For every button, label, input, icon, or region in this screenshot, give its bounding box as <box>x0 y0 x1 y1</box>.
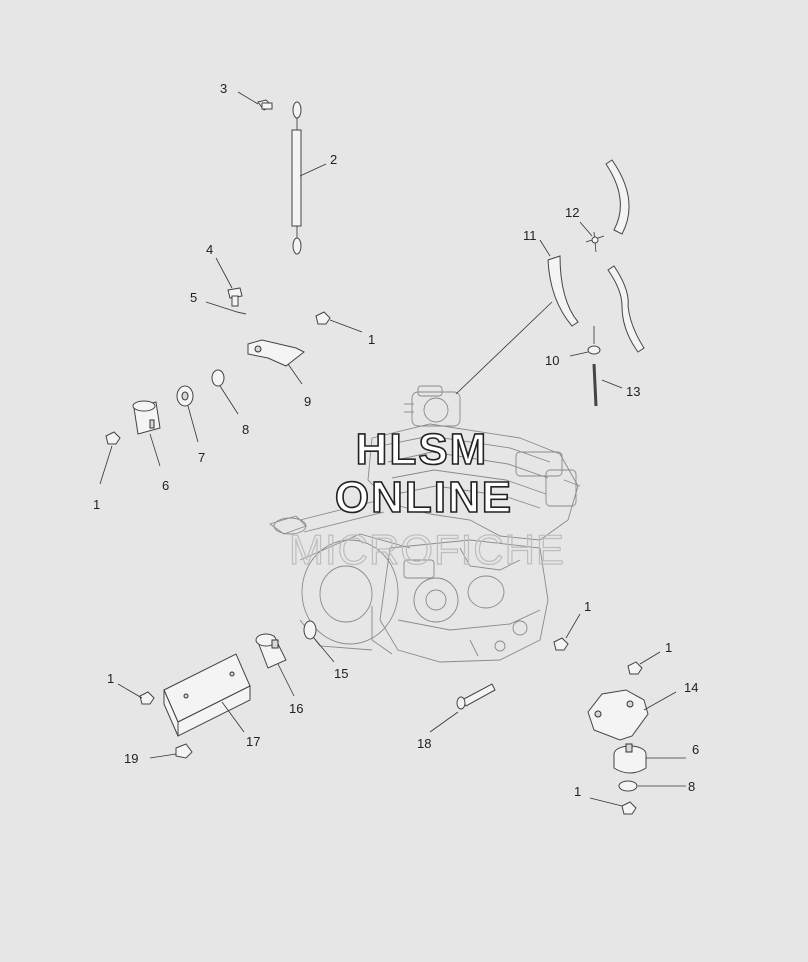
part-9-bracket <box>247 339 305 367</box>
part-1-nut-d <box>627 661 643 675</box>
callout-1: 1 <box>584 599 591 614</box>
part-1-nut-c <box>553 637 569 651</box>
part-8-washer-a <box>211 369 225 387</box>
callout-9: 9 <box>304 394 311 409</box>
callout-1: 1 <box>574 784 581 799</box>
callout-15: 15 <box>334 666 348 681</box>
watermark-online: ONLINE <box>335 473 513 522</box>
part-6-mount-a <box>132 400 161 435</box>
callout-6: 6 <box>162 478 169 493</box>
part-10-clamp <box>587 326 601 355</box>
callout-3: 3 <box>220 81 227 96</box>
watermark: MICROFICHE HLSM ONLINE <box>288 424 565 573</box>
part-4-bolt <box>227 287 243 307</box>
callout-8: 8 <box>242 422 249 437</box>
callout-17: 17 <box>246 734 260 749</box>
callout-2: 2 <box>330 152 337 167</box>
watermark-microfiche: MICROFICHE <box>289 526 565 573</box>
part-12-fitting <box>585 231 605 253</box>
leader-lines <box>99 91 686 807</box>
part-6-mount-b <box>613 743 647 774</box>
callout-8: 8 <box>688 779 695 794</box>
part-hose-lower <box>607 265 645 353</box>
callout-11: 11 <box>523 228 537 243</box>
watermark-hlsm: HLSM <box>356 425 489 474</box>
callout-1: 1 <box>368 332 375 347</box>
part-8-washer-b <box>618 780 638 792</box>
callout-1: 1 <box>93 497 100 512</box>
part-7-spacer <box>176 385 194 407</box>
callout-6: 6 <box>692 742 699 757</box>
part-2-rod <box>291 101 302 255</box>
callout-10: 10 <box>545 353 559 368</box>
part-17-bracket <box>163 653 251 737</box>
callout-14: 14 <box>684 680 698 695</box>
callout-7: 7 <box>198 450 205 465</box>
part-hose-upper <box>605 159 630 235</box>
part-18-bolt <box>456 683 496 710</box>
callout-13: 13 <box>626 384 640 399</box>
callout-16: 16 <box>289 701 303 716</box>
callout-4: 4 <box>206 242 213 257</box>
callout-1: 1 <box>665 640 672 655</box>
callout-18: 18 <box>417 736 431 751</box>
part-19-nut <box>175 743 193 759</box>
part-1-nut-e <box>621 801 637 815</box>
callout-5: 5 <box>190 290 197 305</box>
part-1-nut-a <box>315 311 331 325</box>
callout-1: 1 <box>107 671 114 686</box>
part-5-washer <box>236 311 247 315</box>
part-1-nut-b <box>105 431 121 445</box>
callout-labels: 3 2 4 5 1 9 8 7 6 1 11 12 10 13 1 1 14 6… <box>93 81 699 799</box>
callout-19: 19 <box>124 751 138 766</box>
part-3-bolt <box>257 99 273 111</box>
part-15-washer <box>303 620 317 640</box>
callout-12: 12 <box>565 205 579 220</box>
part-13-pin <box>592 363 598 407</box>
part-11-hose <box>547 255 579 327</box>
part-16-mount <box>255 633 287 669</box>
part-1-nut-f <box>139 691 155 705</box>
